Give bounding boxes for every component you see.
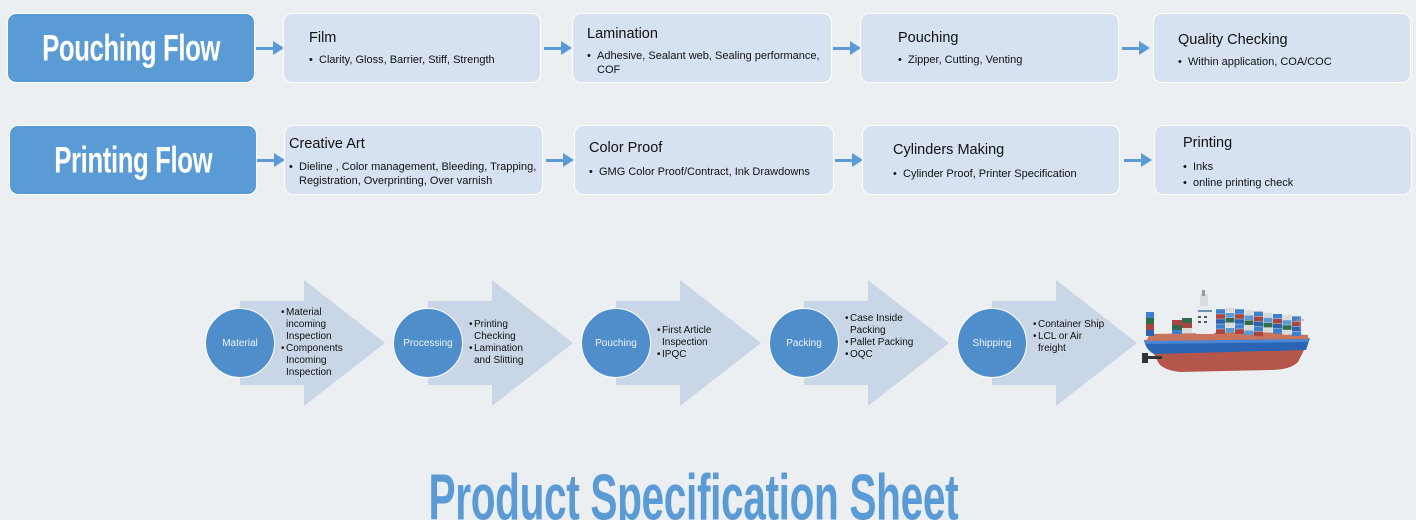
stage-note: Components Incoming Inspection bbox=[281, 343, 353, 379]
flow-arrow-icon bbox=[257, 153, 287, 167]
process-stage-processing: ProcessingPrinting CheckingLamination an… bbox=[393, 280, 575, 406]
page-title: Product Specification Sheet bbox=[373, 460, 1013, 520]
step-items: Clarity, Gloss, Barrier, Stiff, Strength bbox=[309, 53, 534, 67]
step-item: online printing check bbox=[1183, 175, 1408, 191]
step-title: Lamination bbox=[587, 26, 658, 42]
stage-note: OQC bbox=[845, 349, 917, 361]
step-items: Adhesive, Sealant web, Sealing performan… bbox=[587, 49, 832, 77]
step-item: Cylinder Proof, Printer Specification bbox=[893, 167, 1118, 181]
step-item: Clarity, Gloss, Barrier, Stiff, Strength bbox=[309, 53, 534, 67]
flow-arrow-icon bbox=[544, 41, 574, 55]
page-title-text: Product Specification Sheet bbox=[428, 461, 958, 520]
process-stage-shipping: ShippingContainer ShipLCL or Air freight bbox=[957, 280, 1139, 406]
flow-arrow-icon bbox=[835, 153, 865, 167]
step-title: Printing bbox=[1183, 135, 1233, 151]
step-items: Dieline , Color management, Bleeding, Tr… bbox=[289, 160, 545, 188]
step-quality-checking: Quality Checking Within application, COA… bbox=[1153, 13, 1411, 83]
step-item: Adhesive, Sealant web, Sealing performan… bbox=[587, 49, 832, 77]
step-creative-art: Creative Art Dieline , Color management,… bbox=[284, 125, 543, 195]
pouching-flow-label-text: Pouching Flow bbox=[42, 26, 220, 69]
stage-note: First Article Inspection bbox=[657, 325, 729, 349]
step-printing: Printing Inks online printing check bbox=[1154, 125, 1412, 195]
step-items: GMG Color Proof/Contract, Ink Drawdowns bbox=[589, 165, 829, 179]
stage-notes: Printing CheckingLamination and Slitting bbox=[469, 319, 541, 367]
stage-note: IPQC bbox=[657, 349, 729, 361]
step-film: Film Clarity, Gloss, Barrier, Stiff, Str… bbox=[283, 13, 541, 83]
stage-note: Lamination and Slitting bbox=[469, 343, 541, 367]
process-stage-packing: PackingCase Inside PackingPallet Packing… bbox=[769, 280, 951, 406]
pouching-flow-label: Pouching Flow bbox=[7, 13, 255, 83]
stage-notes: First Article InspectionIPQC bbox=[657, 325, 729, 361]
stage-note: Printing Checking bbox=[469, 319, 541, 343]
stage-circle: Material bbox=[205, 308, 275, 378]
stage-notes: Material incoming InspectionComponents I… bbox=[281, 307, 353, 379]
step-lamination: Lamination Adhesive, Sealant web, Sealin… bbox=[572, 13, 832, 83]
stage-circle: Pouching bbox=[581, 308, 651, 378]
stage-notes: Case Inside PackingPallet PackingOQC bbox=[845, 313, 917, 361]
stage-note: LCL or Air freight bbox=[1033, 331, 1105, 355]
flow-arrow-icon bbox=[833, 41, 863, 55]
step-items: Cylinder Proof, Printer Specification bbox=[893, 167, 1118, 181]
stage-notes: Container ShipLCL or Air freight bbox=[1033, 319, 1105, 355]
stage-note: Case Inside Packing bbox=[845, 313, 917, 337]
step-title: Pouching bbox=[898, 30, 959, 46]
step-item: Within application, COA/COC bbox=[1178, 55, 1408, 69]
process-stage-material: MaterialMaterial incoming InspectionComp… bbox=[205, 280, 387, 406]
step-pouching: Pouching Zipper, Cutting, Venting bbox=[860, 13, 1119, 83]
stage-note: Material incoming Inspection bbox=[281, 307, 353, 343]
step-title: Film bbox=[309, 30, 337, 46]
step-title: Cylinders Making bbox=[893, 142, 1005, 158]
step-items: Within application, COA/COC bbox=[1178, 55, 1408, 69]
printing-flow-label-text: Printing Flow bbox=[54, 138, 212, 181]
step-title: Quality Checking bbox=[1178, 32, 1288, 48]
step-item: Inks bbox=[1183, 159, 1408, 175]
flow-arrow-icon bbox=[256, 41, 286, 55]
step-cylinders-making: Cylinders Making Cylinder Proof, Printer… bbox=[862, 125, 1120, 195]
step-color-proof: Color Proof GMG Color Proof/Contract, In… bbox=[574, 125, 834, 195]
printing-flow-label: Printing Flow bbox=[9, 125, 257, 195]
step-item: Zipper, Cutting, Venting bbox=[898, 53, 1113, 67]
flow-arrow-icon bbox=[1122, 41, 1152, 55]
flow-arrow-icon bbox=[1124, 153, 1154, 167]
stage-circle: Shipping bbox=[957, 308, 1027, 378]
step-item: GMG Color Proof/Contract, Ink Drawdowns bbox=[589, 165, 829, 179]
stage-circle: Packing bbox=[769, 308, 839, 378]
step-title: Creative Art bbox=[289, 136, 365, 152]
process-stage-pouching: PouchingFirst Article InspectionIPQC bbox=[581, 280, 763, 406]
step-item: Dieline , Color management, Bleeding, Tr… bbox=[289, 160, 545, 188]
stage-note: Container Ship bbox=[1033, 319, 1105, 331]
stage-note: Pallet Packing bbox=[845, 337, 917, 349]
step-items: Zipper, Cutting, Venting bbox=[898, 53, 1113, 67]
step-items: Inks online printing check bbox=[1183, 159, 1408, 191]
step-title: Color Proof bbox=[589, 140, 663, 156]
stage-circle: Processing bbox=[393, 308, 463, 378]
flow-arrow-icon bbox=[546, 153, 576, 167]
container-ship-icon bbox=[1142, 290, 1310, 372]
